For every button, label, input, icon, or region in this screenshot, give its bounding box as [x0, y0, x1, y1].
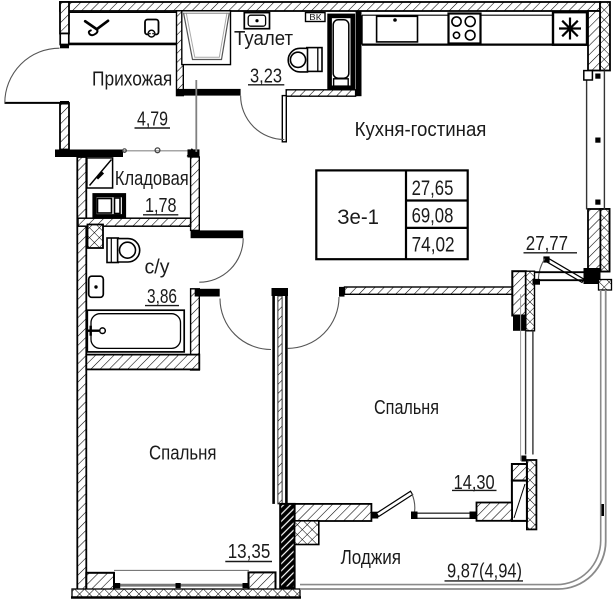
- svg-text:Прихожая: Прихожая: [92, 68, 172, 90]
- svg-text:27,65: 27,65: [412, 176, 454, 200]
- svg-text:Кухня-гостиная: Кухня-гостиная: [355, 119, 487, 141]
- svg-text:9,87(4,94): 9,87(4,94): [447, 560, 522, 582]
- svg-text:1,78: 1,78: [145, 195, 177, 217]
- svg-text:3,23: 3,23: [250, 65, 282, 87]
- svg-text:4,79: 4,79: [137, 108, 168, 130]
- svg-text:Кладовая: Кладовая: [115, 168, 189, 190]
- svg-text:14,30: 14,30: [454, 472, 495, 494]
- svg-text:Зе-1: Зе-1: [337, 205, 379, 229]
- svg-text:3,86: 3,86: [147, 286, 177, 308]
- svg-text:27,77: 27,77: [526, 233, 568, 255]
- svg-text:ВК: ВК: [309, 12, 321, 22]
- svg-text:с/у: с/у: [145, 257, 170, 279]
- svg-text:Лоджия: Лоджия: [341, 547, 401, 569]
- svg-text:Спальня: Спальня: [374, 397, 439, 419]
- svg-text:13,35: 13,35: [228, 541, 271, 563]
- svg-text:74,02: 74,02: [412, 232, 455, 256]
- svg-text:Туалет: Туалет: [234, 28, 293, 50]
- svg-text:Спальня: Спальня: [149, 442, 217, 464]
- svg-text:69,08: 69,08: [412, 204, 454, 228]
